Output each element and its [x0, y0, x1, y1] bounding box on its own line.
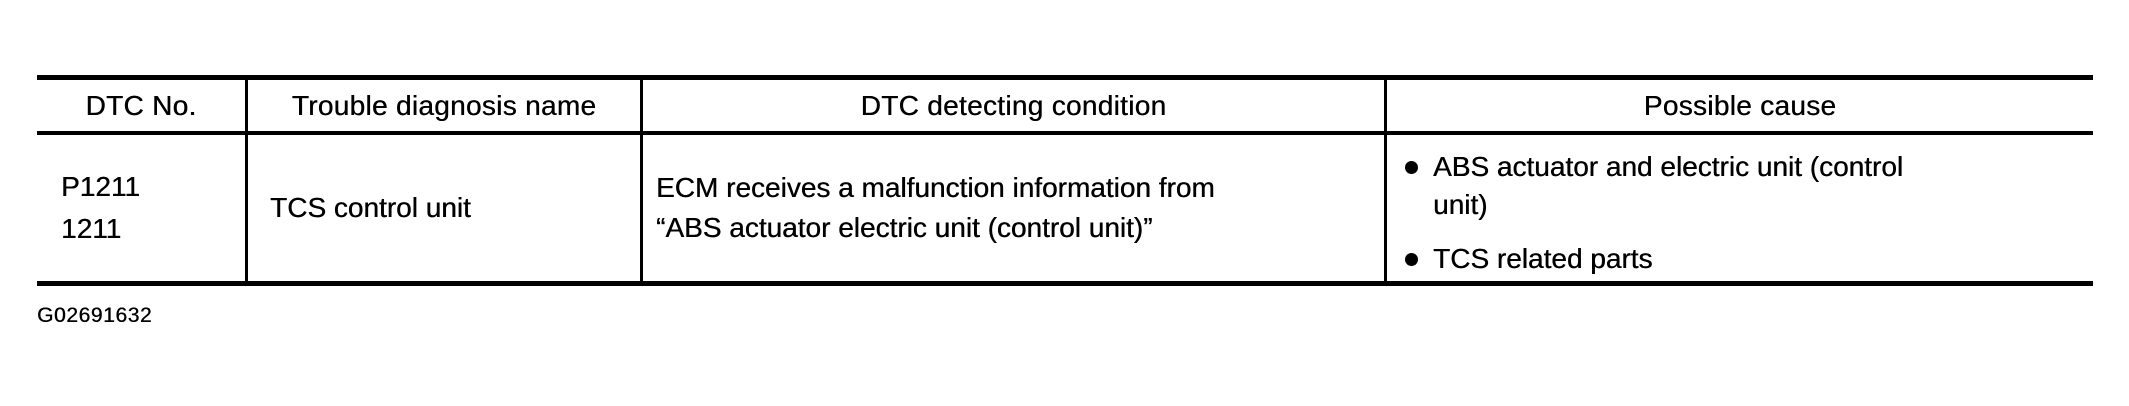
scan-artifact	[1660, 132, 1770, 135]
cell-dtc-detecting-condition: ECM receives a malfunction information f…	[643, 135, 1387, 281]
scan-artifact	[45, 131, 130, 134]
cell-dtc-no: P1211 1211	[37, 135, 248, 281]
cell-trouble-diagnosis-name: TCS control unit	[248, 135, 643, 281]
scan-artifact	[1180, 132, 1270, 135]
possible-cause-text: ABS actuator and electric unit (control …	[1433, 151, 1904, 220]
dtc-detecting-condition-text: ECM receives a malfunction information f…	[656, 172, 1215, 243]
column-header-label: Trouble diagnosis name	[291, 89, 597, 121]
table-header-row: DTC No. Trouble diagnosis name DTC detec…	[37, 80, 2093, 135]
column-header-label: Possible cause	[1643, 89, 1837, 121]
figure-id: G02691632	[37, 304, 153, 327]
column-header-trouble-diagnosis-name: Trouble diagnosis name	[248, 80, 643, 131]
column-header-possible-cause: Possible cause	[1387, 80, 2093, 131]
table-data-row: P1211 1211 TCS control unit ECM receives…	[37, 135, 2093, 281]
list-item: TCS related parts	[1405, 240, 2093, 278]
scan-artifact	[620, 131, 700, 134]
possible-cause-text: TCS related parts	[1433, 243, 1653, 274]
column-header-dtc-detecting-condition: DTC detecting condition	[643, 80, 1387, 131]
dtc-table: DTC No. Trouble diagnosis name DTC detec…	[37, 75, 2093, 286]
scan-artifact	[830, 132, 880, 135]
bullet-icon	[1405, 253, 1418, 266]
column-header-label: DTC detecting condition	[860, 89, 1167, 121]
scan-artifact	[1450, 131, 1530, 134]
trouble-diagnosis-name: TCS control unit	[270, 192, 471, 223]
dtc-code-primary: P1211	[61, 171, 140, 202]
column-header-dtc-no: DTC No.	[37, 80, 248, 131]
bullet-icon	[1405, 161, 1418, 174]
scan-artifact	[990, 131, 1090, 134]
list-item: ABS actuator and electric unit (control …	[1405, 148, 2093, 224]
column-header-label: DTC No.	[85, 89, 197, 121]
dtc-code-secondary: 1211	[61, 213, 122, 244]
scan-artifact	[1890, 131, 2010, 134]
cell-possible-cause: ABS actuator and electric unit (control …	[1387, 135, 2093, 281]
